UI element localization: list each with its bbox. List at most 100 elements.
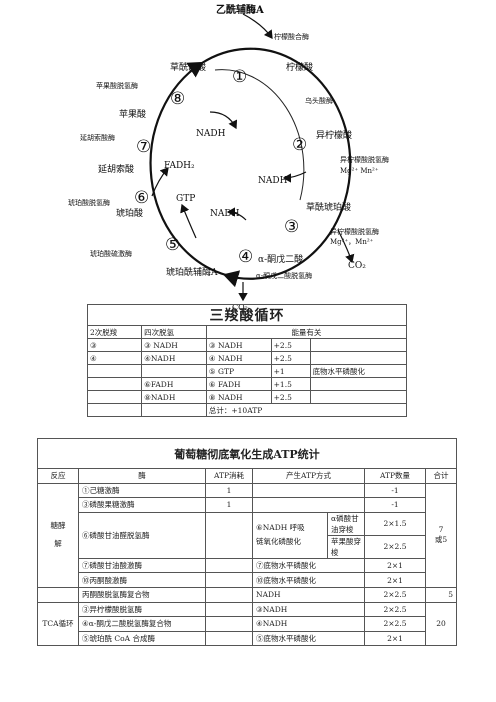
label-akg: α-酮戊二酸 xyxy=(258,253,303,265)
step-2: ② xyxy=(292,135,307,155)
cell: ③ NADH xyxy=(205,338,272,352)
label-idh-ions: Mg²⁺ Mn²⁺ xyxy=(340,167,379,175)
atp-statistics-table: 葡萄糖彻底氧化生成ATP统计 反应 酶 ATP消耗 产生ATP方式 ATP数量 … xyxy=(37,438,457,647)
cell: ⑩丙酮酸激酶 xyxy=(78,572,206,588)
cell: +1.5 xyxy=(270,377,311,391)
group-tca: TCA循环 xyxy=(37,601,79,647)
label-citrate-synthase: 柠檬酸合酶 xyxy=(274,32,309,41)
label-aconitase: 乌头酸酶 xyxy=(305,96,333,105)
label-sdh: 琥珀酸脱氢酶 xyxy=(68,198,110,207)
cell xyxy=(37,586,79,603)
table-row: ④ ④NADH ④ NADH +2.5 xyxy=(86,351,408,365)
cell: 1 xyxy=(205,482,253,499)
cell: α磷酸甘油穿梭 xyxy=(327,511,365,536)
cell: ⑥磷酸甘油醛脱氢酶 xyxy=(78,511,206,559)
tca-table-title: 三羧酸循环 xyxy=(87,304,407,326)
cell xyxy=(205,511,253,559)
cell: -1 xyxy=(364,497,426,513)
cell: ③异柠檬酸脱氢酶 xyxy=(78,601,206,618)
tca-header-decarb: 2次脱羧 xyxy=(86,325,143,339)
cell: ⑥ FADH xyxy=(205,377,272,391)
cell: +2.5 xyxy=(270,338,311,352)
cell: 丙酮酸脱氢酶复合物 xyxy=(78,586,206,603)
cell xyxy=(86,377,143,391)
cell xyxy=(141,364,207,378)
tca-header-dehydro: 四次脱氢 xyxy=(141,325,207,339)
atp-table-title: 葡萄糖彻底氧化生成ATP统计 xyxy=(37,438,457,469)
label-malate: 苹果酸 xyxy=(119,108,146,120)
label-succinate: 琥珀酸 xyxy=(116,207,143,219)
atp-header-enzyme: 酶 xyxy=(78,468,206,484)
atp-header-count: ATP数量 xyxy=(364,468,426,484)
cell xyxy=(205,557,253,574)
atp-header-total: 合计 xyxy=(425,468,457,484)
cell: ⑥FADH xyxy=(141,377,207,391)
table-row: 丙酮酸脱氢酶复合物 NADH 2×2.5 5 xyxy=(37,586,457,603)
tca-total: 总计：+10ATP xyxy=(205,403,408,417)
cell xyxy=(86,390,143,404)
cycle-ring-left xyxy=(149,61,227,277)
table-row: ③ ③ NADH ③ NADH +2.5 xyxy=(86,338,408,352)
cell: NADH xyxy=(252,586,365,603)
label-akgdh: α-酮戊二酸脱氢酶 xyxy=(256,271,312,280)
step-8: ⑧ xyxy=(170,89,185,109)
cell xyxy=(252,482,365,499)
label-succoa-synth: 琥珀酸硫激酶 xyxy=(90,249,132,258)
cell: 底物水平磷酸化 xyxy=(309,364,408,378)
label-idh: 异柠檬酸脱氢酶 xyxy=(340,155,389,164)
gtp-arrow xyxy=(180,203,197,239)
label-fumarate: 延胡索酸 xyxy=(98,163,134,175)
table-row: ⑦磷酸甘油酸激酶 ⑦底物水平磷酸化 2×1 xyxy=(38,557,457,574)
cell: ④NADH xyxy=(141,351,207,365)
nadh-upper-arrow xyxy=(209,111,238,130)
cell: 2×1 xyxy=(364,630,426,647)
label-isocitrate: 异柠檬酸 xyxy=(316,129,352,141)
cell: 1 xyxy=(205,497,253,513)
cell: +1 xyxy=(270,364,311,378)
cell xyxy=(141,403,207,417)
cell: ⑤ GTP xyxy=(205,364,272,378)
cell: ⑧ NADH xyxy=(205,390,272,404)
cell: ①己糖激酶 xyxy=(78,482,206,499)
fadh2-arrow xyxy=(151,167,169,197)
label-nadh-lower: NADH xyxy=(210,209,240,219)
step-5: ⑤ xyxy=(165,235,180,255)
cell: ⑩底物水平磷酸化 xyxy=(252,572,365,588)
cell: ③ NADH xyxy=(141,338,207,352)
cell xyxy=(252,497,365,513)
group-glycolysis: 糖酵解 xyxy=(37,482,79,588)
total-alt: 或5 xyxy=(434,535,448,545)
cell xyxy=(309,338,408,352)
label-nadh-upper: NADH xyxy=(196,129,226,139)
cell: 2×1 xyxy=(364,572,426,588)
cell: +2.5 xyxy=(270,351,311,365)
table-row: TCA循环 ③异柠檬酸脱氢酶 ③NADH 2×2.5 20 xyxy=(37,601,457,647)
cell: ⑦底物水平磷酸化 xyxy=(252,557,365,574)
label-nadh-right: NADH xyxy=(258,176,288,186)
tca-summary-table: 三羧酸循环 2次脱羧 四次脱氢 能量有关 ③ ③ NADH ③ NADH +2.… xyxy=(86,304,408,417)
cell xyxy=(205,572,253,588)
label-fumarase: 延胡索酸酶 xyxy=(80,133,115,142)
cell xyxy=(205,616,253,632)
label-idh2-ions: Mg²⁺，Mn²⁺ xyxy=(330,238,374,246)
tca-cycle-diagram: 乙酰辅酶A 柠檬酸合酶 草酰乙酸 柠檬酸 苹果酸脱氢酶 乌头酸酶 苹果酸 NAD… xyxy=(68,3,389,312)
cell: ⑤底物水平磷酸化 xyxy=(252,630,365,647)
cell xyxy=(86,364,143,378)
table-row: ⑩丙酮酸激酶 ⑩底物水平磷酸化 2×1 xyxy=(38,572,457,588)
cell xyxy=(205,630,253,647)
cell: 2×2.5 xyxy=(364,586,426,603)
step-7: ⑦ xyxy=(136,137,151,157)
cell: 5 xyxy=(425,586,457,603)
label-fadh2: FADH₂ xyxy=(164,161,195,171)
cell: ⑤琥珀酰 CoA 合成酶 xyxy=(78,630,206,647)
label-succoa: 琥珀酰辅酶A xyxy=(166,266,218,278)
cell: 苹果酸穿梭 xyxy=(327,534,365,559)
cell: ④α-酮戊二酸脱氢酶复合物 xyxy=(78,616,206,632)
cell-nadh-mode: ⑥NADH 呼吸链氧化磷酸化 xyxy=(252,511,328,559)
cell: +2.5 xyxy=(270,390,311,404)
table-row: ⑥FADH ⑥ FADH +1.5 xyxy=(86,377,408,391)
table-row: ④α-酮戊二酸脱氢酶复合物 ④NADH 2×2.5 xyxy=(38,616,457,632)
table-row: ⑧NADH ⑧ NADH +2.5 xyxy=(86,390,408,404)
total-tca: 20 xyxy=(425,601,457,647)
